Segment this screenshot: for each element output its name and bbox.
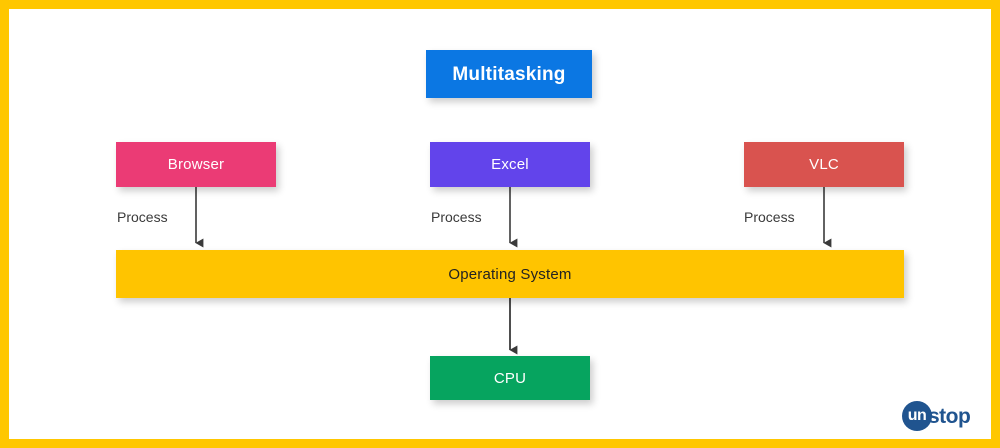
- unstop-logo-word: stop: [928, 404, 971, 428]
- node-excel: Excel: [430, 142, 590, 187]
- node-operating-system: Operating System: [116, 250, 904, 298]
- node-multitasking-label: Multitasking: [452, 63, 566, 85]
- edge-label-vlc-process: Process: [744, 209, 795, 225]
- diagram-stage: Multitasking Browser Excel VLC Operating…: [9, 9, 991, 439]
- node-multitasking: Multitasking: [426, 50, 592, 98]
- unstop-logo-mark: un: [902, 401, 932, 431]
- node-vlc: VLC: [744, 142, 904, 187]
- node-browser-label: Browser: [167, 156, 225, 173]
- node-cpu-label: CPU: [493, 369, 527, 387]
- edge-label-excel-process: Process: [431, 209, 482, 225]
- node-cpu: CPU: [430, 356, 590, 400]
- node-operating-system-label: Operating System: [448, 265, 572, 283]
- node-excel-label: Excel: [491, 156, 529, 173]
- node-browser: Browser: [116, 142, 276, 187]
- node-vlc-label: VLC: [809, 156, 839, 173]
- unstop-logo: un stop: [902, 400, 971, 432]
- edge-label-browser-process: Process: [117, 209, 168, 225]
